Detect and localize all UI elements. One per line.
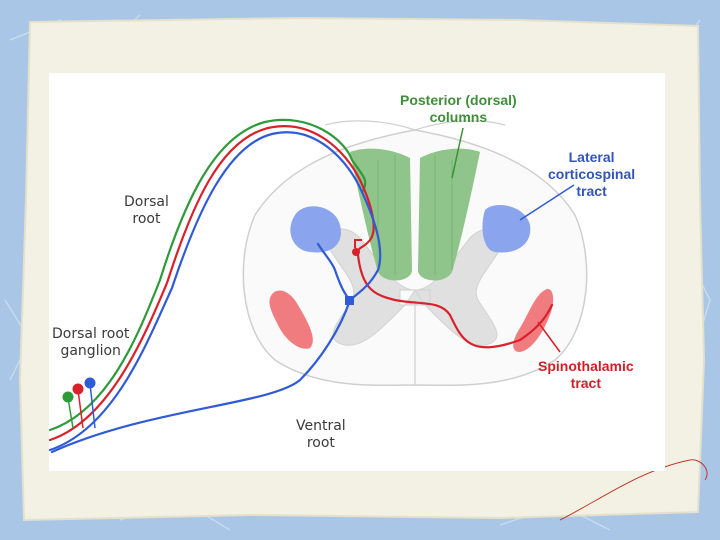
spinothalamic-pointer (537, 321, 561, 353)
blue-synapse (345, 296, 354, 305)
posterior-columns-pointer (451, 127, 464, 179)
lateral-corticospinal-tract-right (482, 205, 531, 253)
dorsal-root-ganglion-label: Dorsal root ganglion (52, 326, 130, 359)
ventral-root-label: Ventral root (296, 418, 346, 451)
red-fiber (48, 125, 554, 442)
gray-matter (326, 228, 504, 346)
spinothalamic-tract-right (513, 289, 554, 352)
dorsal-root-fibers (48, 118, 554, 454)
lateral-corticospinal-tract-left (290, 206, 341, 253)
green-fiber (48, 118, 367, 432)
blue-motor-fiber (50, 242, 352, 454)
red-neuron (352, 248, 360, 256)
lateral-corticospinal-label: Lateral corticospinal tract (548, 149, 636, 199)
lateral-corticospinal-pointer (519, 184, 575, 221)
dorsal-root-label: Dorsal root (124, 194, 169, 227)
posterior-columns-label: Posterior (dorsal) columns (400, 92, 517, 125)
spinothalamic-tract-left (269, 290, 313, 349)
blue-fiber (48, 131, 382, 452)
ganglion-cells (62, 377, 96, 429)
spinothalamic-label: Spinothalamic tract (538, 358, 634, 391)
